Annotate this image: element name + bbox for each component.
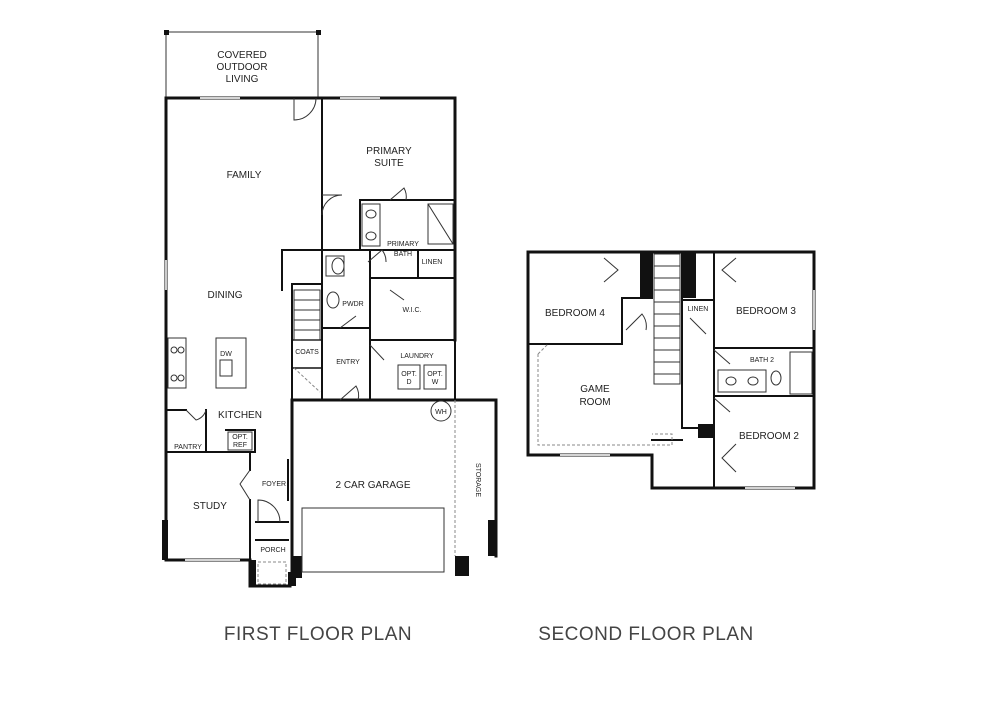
second-floor-stairs bbox=[653, 253, 681, 385]
label-garage: 2 CAR GARAGE bbox=[335, 480, 410, 491]
label-primary-suite-2: SUITE bbox=[374, 158, 404, 169]
second-floor-details bbox=[537, 257, 815, 489]
first-floor-interior-walls bbox=[165, 97, 456, 561]
label-bedroom4: BEDROOM 4 bbox=[545, 308, 605, 319]
label-bedroom2: BEDROOM 2 bbox=[739, 431, 799, 442]
label-covered-outdoor-2: OUTDOOR bbox=[216, 62, 267, 73]
label-game-room-1: GAME bbox=[580, 384, 610, 395]
first-floor-doors bbox=[185, 97, 407, 523]
label-coats: COATS bbox=[295, 349, 319, 356]
label-covered-outdoor-3: LIVING bbox=[226, 74, 259, 85]
label-opt-ref-1: OPT. bbox=[232, 434, 248, 441]
label-bath2: BATH 2 bbox=[750, 357, 774, 364]
label-linen-2f: LINEN bbox=[688, 306, 709, 313]
label-opt-ref-2: REF bbox=[233, 442, 247, 449]
first-floor-windows bbox=[165, 97, 380, 561]
label-opt-d-1: OPT. bbox=[401, 371, 417, 378]
label-storage: STORAGE bbox=[474, 463, 481, 497]
label-dw: DW bbox=[220, 351, 232, 358]
second-floor-plan: BEDROOM 4 LINEN BEDROOM 3 BATH 2 GAME RO… bbox=[526, 250, 816, 645]
label-opt-w-1: OPT. bbox=[427, 371, 443, 378]
label-opt-d-2: D bbox=[406, 379, 411, 386]
label-foyer: FOYER bbox=[262, 481, 286, 488]
label-entry: ENTRY bbox=[336, 359, 360, 366]
first-floor-title: FIRST FLOOR PLAN bbox=[224, 624, 412, 645]
second-floor-interior-walls bbox=[527, 251, 815, 489]
label-bedroom3: BEDROOM 3 bbox=[736, 306, 796, 317]
label-wh: WH bbox=[435, 409, 447, 416]
label-game-room-2: ROOM bbox=[579, 397, 610, 408]
label-kitchen: KITCHEN bbox=[218, 410, 262, 421]
label-porch: PORCH bbox=[260, 547, 285, 554]
first-floor-exterior-walls bbox=[162, 96, 498, 588]
label-opt-w-2: W bbox=[432, 379, 439, 386]
first-floor-stairs bbox=[293, 289, 321, 393]
second-floor-exterior-walls bbox=[526, 250, 816, 490]
label-primary-suite-1: PRIMARY bbox=[366, 146, 412, 157]
label-laundry: LAUNDRY bbox=[400, 353, 434, 360]
label-primary-bath-1: PRIMARY bbox=[387, 241, 419, 248]
label-wic: W.I.C. bbox=[402, 307, 421, 314]
label-pwdr: PWDR bbox=[342, 301, 363, 308]
second-floor-title: SECOND FLOOR PLAN bbox=[538, 624, 753, 645]
first-floor-fixtures bbox=[167, 203, 456, 585]
first-floor-plan: COVERED OUTDOOR LIVING FAMILY PRIMARY SU… bbox=[162, 30, 498, 645]
second-floor-room-labels: BEDROOM 4 LINEN BEDROOM 3 BATH 2 GAME RO… bbox=[545, 306, 799, 442]
label-dining: DINING bbox=[208, 290, 243, 301]
label-pantry: PANTRY bbox=[174, 444, 202, 451]
label-primary-bath-2: BATH bbox=[394, 251, 412, 258]
first-floor-room-labels: COVERED OUTDOOR LIVING FAMILY PRIMARY SU… bbox=[174, 50, 481, 554]
label-family: FAMILY bbox=[227, 170, 262, 181]
label-study: STUDY bbox=[193, 501, 227, 512]
label-covered-outdoor-1: COVERED bbox=[217, 50, 266, 61]
label-linen: LINEN bbox=[422, 259, 443, 266]
